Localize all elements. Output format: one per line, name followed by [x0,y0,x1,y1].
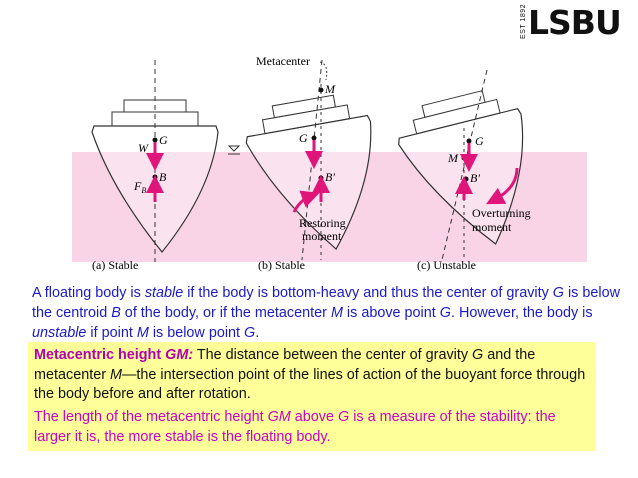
svg-text:G: G [475,134,484,148]
definition-text: Metacentric height GM: The distance betw… [34,347,586,402]
svg-text:Overturning: Overturning [472,206,531,220]
ship-a: G W B FB [91,60,219,262]
logo-wordmark: LSBU [528,3,622,42]
stability-paragraph: A floating body is stable if the body is… [32,285,620,341]
caption-a: (a) Stable [92,258,138,272]
svg-text:M: M [324,82,336,96]
metacenter-label: Metacenter [256,54,310,68]
svg-text:B′: B′ [470,171,480,185]
svg-text:Restoring: Restoring [299,216,346,230]
svg-text:W: W [138,141,149,155]
svg-text:B′: B′ [325,170,335,184]
metacentric-height-box: Metacentric height GM: The distance betw… [28,342,596,451]
stability-measure-text: The length of the metacentric height GM … [34,409,556,445]
svg-text:FB: FB [133,179,146,195]
svg-text:moment: moment [472,220,512,234]
svg-text:M: M [447,151,459,165]
svg-text:B: B [159,170,167,184]
restoring-arrow [292,190,320,213]
ship-b [245,94,372,250]
logo-est: EST 1892 [520,3,528,40]
lsbu-logo: EST 1892 LSBU [516,3,626,42]
caption-b: (b) Stable [258,258,305,272]
stability-figure: G W B FB M G B′ Restoring moment Metacen… [72,54,587,272]
svg-text:G: G [299,131,308,145]
overturning-arrow [486,167,519,205]
svg-text:moment: moment [302,229,342,243]
caption-c: (c) Unstable [417,258,476,272]
water-surface-symbol [227,145,241,155]
svg-text:G: G [159,133,168,147]
